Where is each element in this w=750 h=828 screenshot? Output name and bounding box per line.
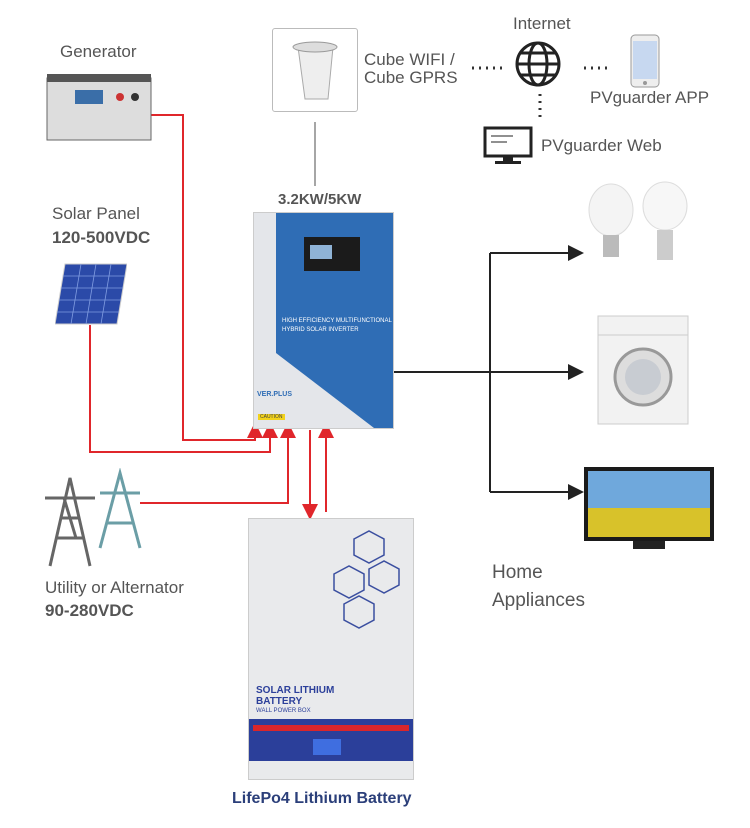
generator-icon [46,74,152,141]
hybrid-inverter: HIGH EFFICIENCY MULTIFUNCTIONAL HYBRID SO… [253,212,394,429]
globe-icon [515,41,561,87]
television-icon [584,467,714,549]
battery-label: LifePo4 Lithium Battery [232,790,412,807]
solar-line [89,325,278,453]
generator-label: Generator [60,42,137,61]
battery-text-1: SOLAR LITHIUM [256,685,335,696]
solar-voltage: 120-500VDC [52,228,151,247]
battery-text-2: BATTERY [256,696,303,707]
hexagon-pattern [333,530,400,629]
computer-monitor-icon [483,126,533,164]
web-label: PVguarder Web [541,136,662,155]
appliances-label-2: Appliances [492,590,585,611]
utility-voltage: 90-280VDC [45,601,134,620]
generator-line [150,114,263,441]
internet-label: Internet [513,14,571,33]
solar-label: Solar Panel [52,204,140,223]
cube-wifi-device [272,28,358,112]
inverter-power: 3.2KW/5KW [278,191,362,208]
cube-label-2: Cube GPRS [364,68,458,87]
smartphone-icon [630,34,660,88]
inverter-text-2: HYBRID SOLAR INVERTER [282,327,359,333]
battery-display [313,739,341,755]
cube-label-1: Cube WIFI / [364,50,455,69]
power-tower-icon [45,468,142,567]
wifi-dongle-icon [292,41,338,100]
app-label: PVguarder APP [590,88,710,107]
battery-panel [249,719,413,761]
inverter-model: VER.PLUS [257,391,293,398]
utility-label: Utility or Alternator [45,578,184,597]
appliances-label-1: Home [492,562,543,583]
utility-line [140,422,296,504]
inverter-display [304,237,360,271]
solar-panel-icon [55,263,127,325]
washing-machine-icon [597,315,689,425]
battery-text-3: WALL POWER BOX [256,708,311,714]
inverter-text-1: HIGH EFFICIENCY MULTIFUNCTIONAL [282,318,392,324]
caution-label: CAUTION [258,414,285,420]
light-bulbs-icon [588,181,688,260]
